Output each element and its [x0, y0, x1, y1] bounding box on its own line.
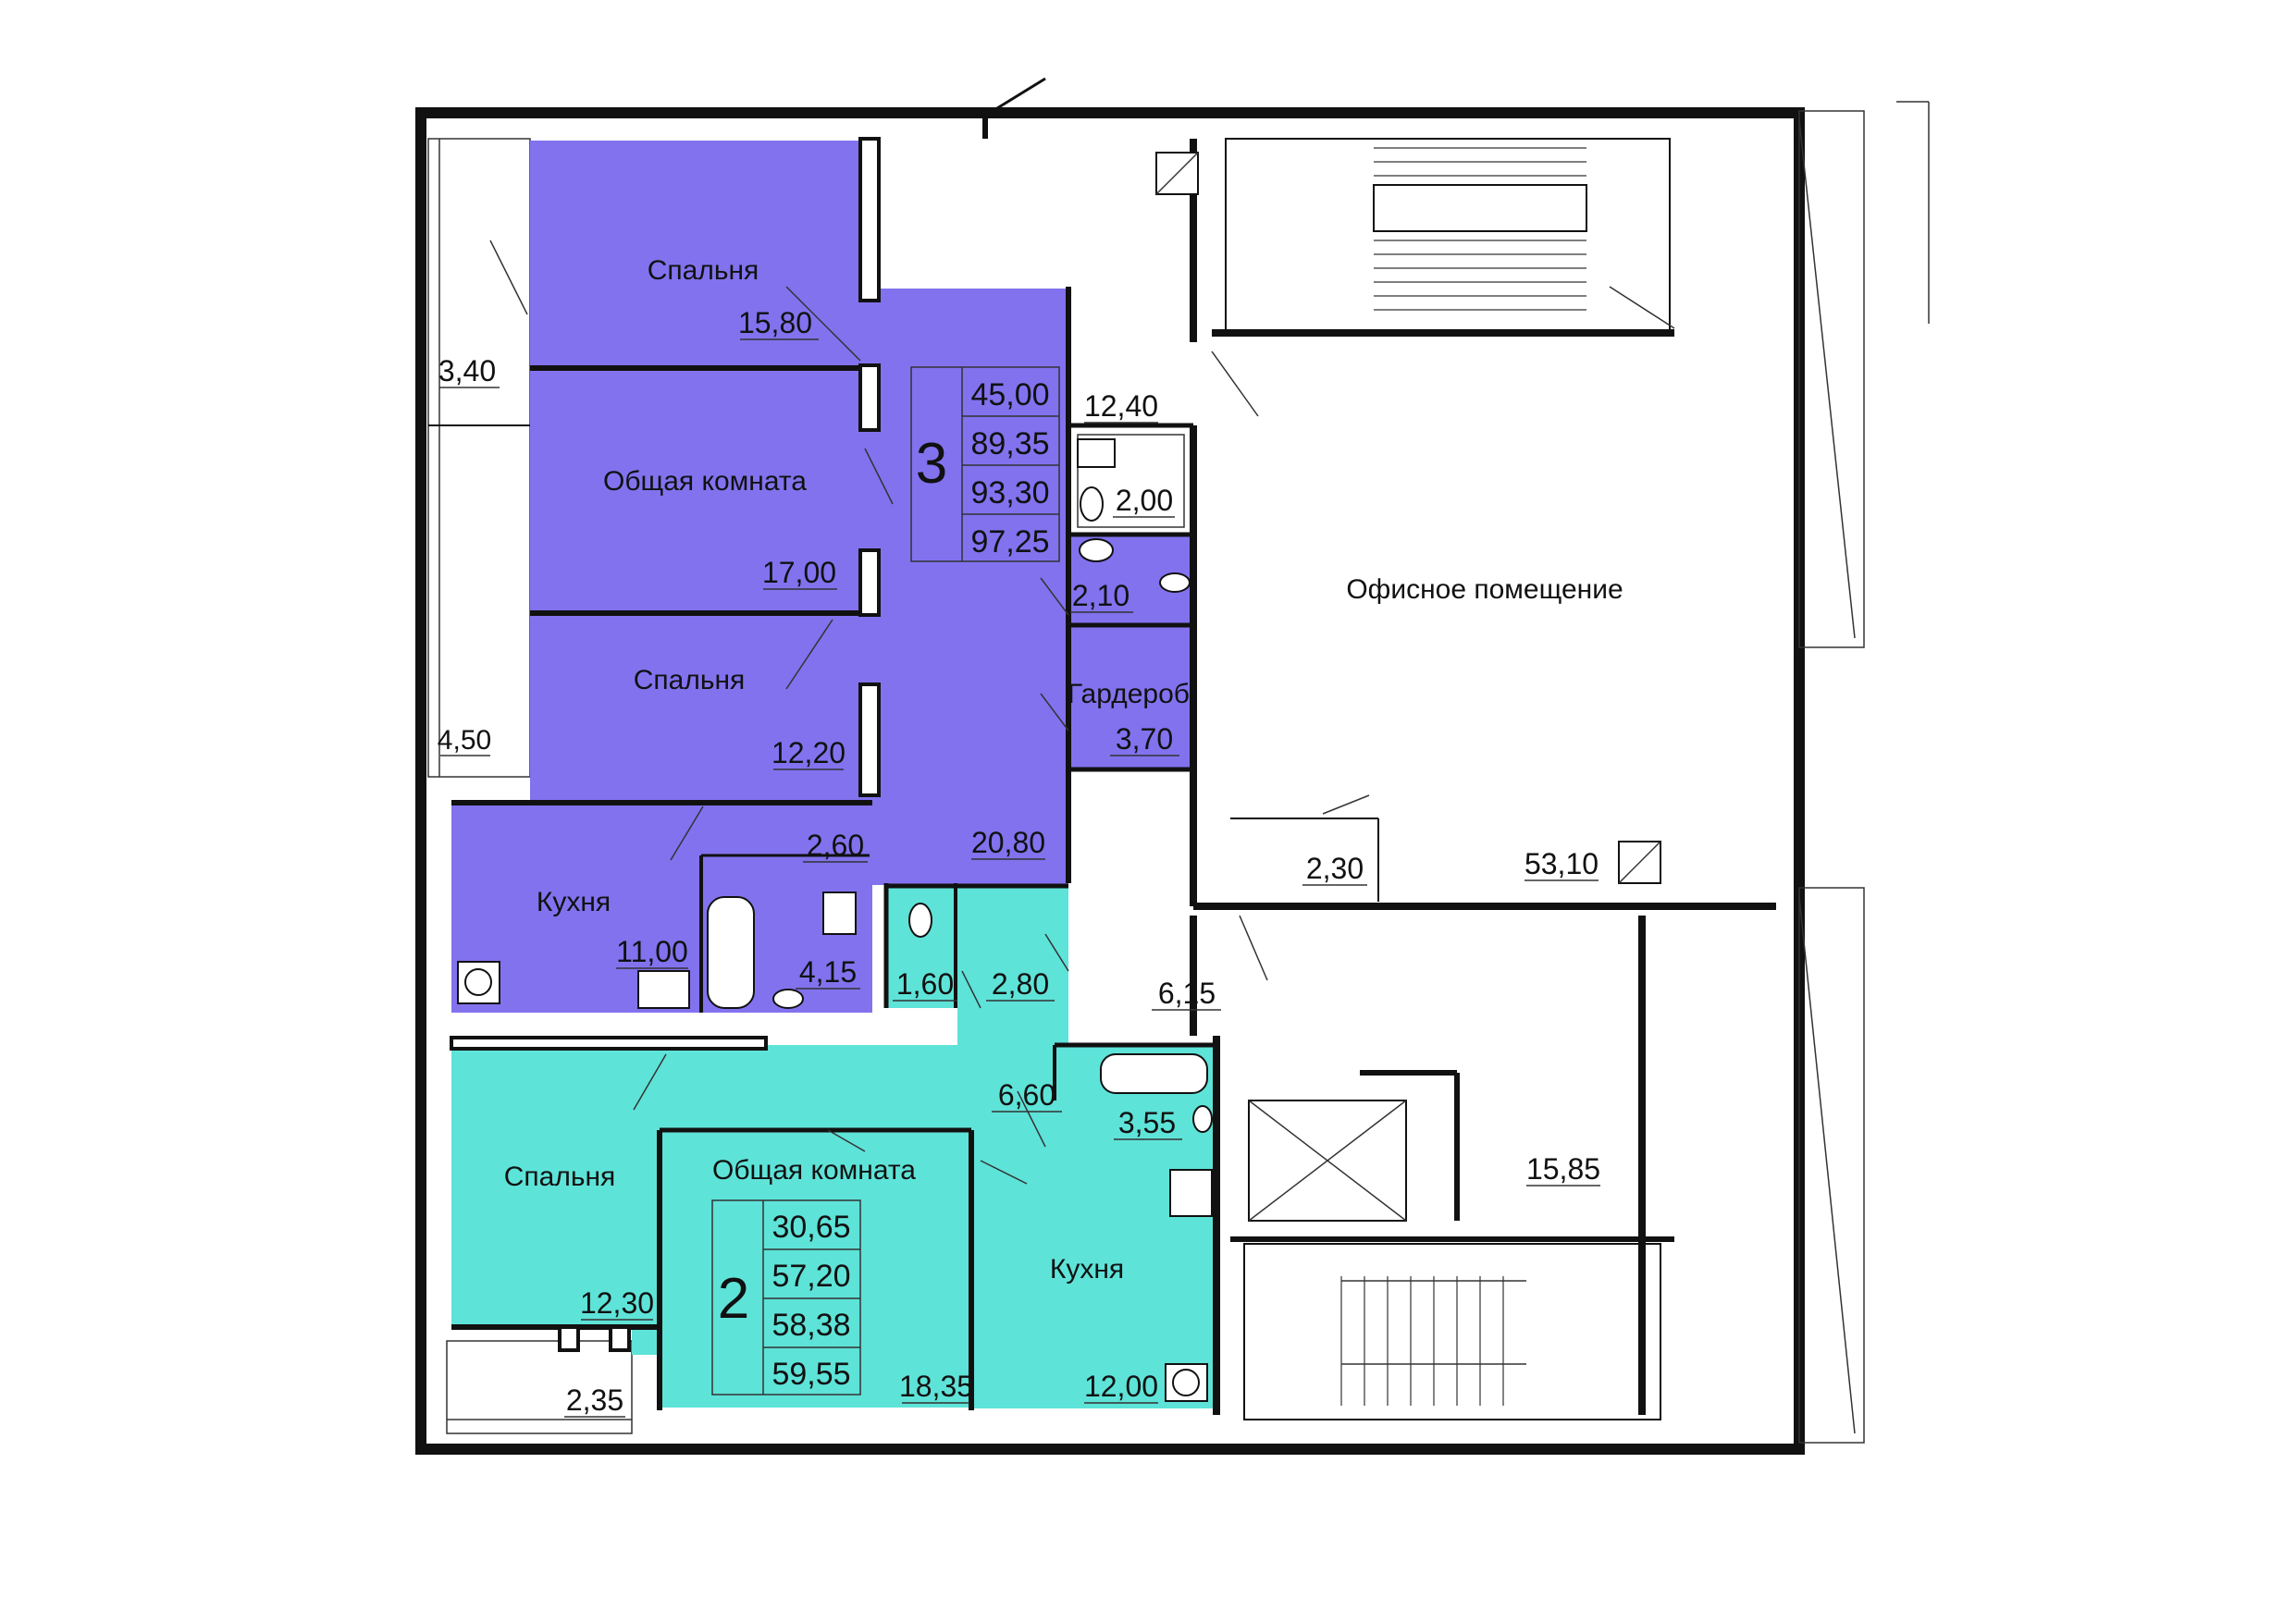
lift-shaft: [1248, 1100, 1407, 1222]
apt3-living-label: Общая комната: [603, 466, 807, 497]
apt3-hall: [872, 289, 1068, 885]
apt3-balcony-top-area: 3,40: [438, 354, 496, 387]
office-area-value: 53,10: [1524, 847, 1599, 880]
apt3-bath-area: 4,15: [799, 955, 857, 989]
apt3-summary-3: 97,25: [970, 524, 1049, 559]
apt3-hall-area: 20,80: [971, 826, 1045, 859]
apt3-wardrobe-area: 3,70: [1116, 722, 1173, 756]
apt2-summary-1: 57,20: [772, 1259, 850, 1294]
office-area: [1066, 138, 1776, 981]
apt3-closet-area: 2,60: [807, 829, 864, 862]
apt3-wardrobe: [1068, 627, 1191, 768]
apt3-bedroom-top: [530, 141, 872, 367]
apartment-2: [450, 883, 1216, 1410]
apt2-summary-2: 58,38: [772, 1308, 850, 1343]
office-wc-area: 2,00: [1116, 484, 1173, 517]
balcony-left-top: [427, 138, 531, 778]
apt3-kitchen-area: 11,00: [616, 935, 688, 968]
office-wc-sink: [1077, 438, 1116, 468]
lift-hall-area: 15,85: [1526, 1152, 1600, 1186]
apt3-sink: [637, 970, 690, 1009]
apt2-rooms-count: 2: [718, 1267, 749, 1331]
apt2-bedroom-area: 12,30: [580, 1286, 654, 1320]
apt2-bath-area: 3,55: [1118, 1106, 1176, 1139]
entrance-door: [982, 77, 1046, 139]
apartment-3: [451, 137, 1193, 1013]
common-corridor-area: 6,15: [1158, 977, 1216, 1010]
office-label: Офисное помещение: [1346, 574, 1623, 605]
common-area: [1190, 916, 1674, 1420]
apartment-3-labels: Спальня 15,80 Общая комната 17,00 Спальн…: [438, 255, 1190, 990]
apt2-living-label: Общая комната: [712, 1155, 916, 1186]
apt3-bedroom-mid-area: 12,20: [772, 736, 846, 769]
apt2-sink: [1169, 1169, 1213, 1217]
building-shell: [415, 107, 1805, 1455]
apt3-bedroom-mid: [530, 615, 872, 805]
apt3-living: [530, 370, 872, 612]
apt3-summary-box: 3 45,00 89,35 93,30 97,25: [910, 366, 1060, 562]
apt2-kitchen-area: 12,00: [1084, 1370, 1158, 1403]
apt3-summary-1: 89,35: [970, 426, 1049, 461]
apt2-living-area: 18,35: [899, 1370, 973, 1403]
apt3-bedroom-mid-label: Спальня: [634, 665, 746, 695]
balcony-left-bottom: [446, 1340, 633, 1434]
office-labels: Офисное помещение 53,10 12,40 2,00 2,30: [1084, 389, 1623, 886]
apt2-kitchen-label: Кухня: [1050, 1254, 1124, 1285]
apt2-bedroom-label: Спальня: [504, 1162, 616, 1192]
apt2-balcony-area: 2,35: [566, 1383, 623, 1417]
apt2-summary-3: 59,55: [772, 1357, 850, 1392]
apt2-balcony: [632, 1327, 660, 1355]
common-labels: 6,15 15,85: [1152, 977, 1600, 1187]
apt3-bathtub: [707, 896, 755, 1009]
apt3-living-area: 17,00: [762, 556, 836, 589]
apt3-rooms-count: 3: [916, 432, 947, 496]
apt3-wc-area: 2,10: [1072, 579, 1129, 612]
apt2-corridor-area: 2,80: [992, 967, 1049, 1001]
apt2-corridor: [957, 888, 1068, 1045]
apt2-hall-area: 6,60: [998, 1078, 1055, 1112]
apt3-bedroom-top-area: 15,80: [738, 306, 812, 339]
apt2-living: [661, 1130, 971, 1408]
apt3-balcony-bottom-area: 4,50: [438, 725, 491, 756]
office-vestibule-area: 12,40: [1084, 389, 1158, 423]
apt3-bedroom-top-label: Спальня: [648, 255, 759, 286]
apartment-2-labels: Спальня 12,30 Общая комната 18,35 Кухня …: [504, 967, 1182, 1418]
apt3-kitchen-label: Кухня: [537, 887, 611, 917]
balcony-right: [1798, 101, 1930, 1444]
office-storage-area: 2,30: [1306, 852, 1364, 885]
apt3-wardrobe-label: Гардероб: [1068, 679, 1190, 709]
apt2-summary-box: 2 30,65 57,20 58,38 59,55: [711, 1199, 861, 1396]
apt2-bathtub: [1100, 1053, 1208, 1094]
apt3-summary-2: 93,30: [970, 475, 1049, 510]
apt2-summary-0: 30,65: [772, 1210, 850, 1245]
apt2-wc-area: 1,60: [896, 967, 954, 1001]
apt3-summary-0: 45,00: [970, 377, 1049, 412]
